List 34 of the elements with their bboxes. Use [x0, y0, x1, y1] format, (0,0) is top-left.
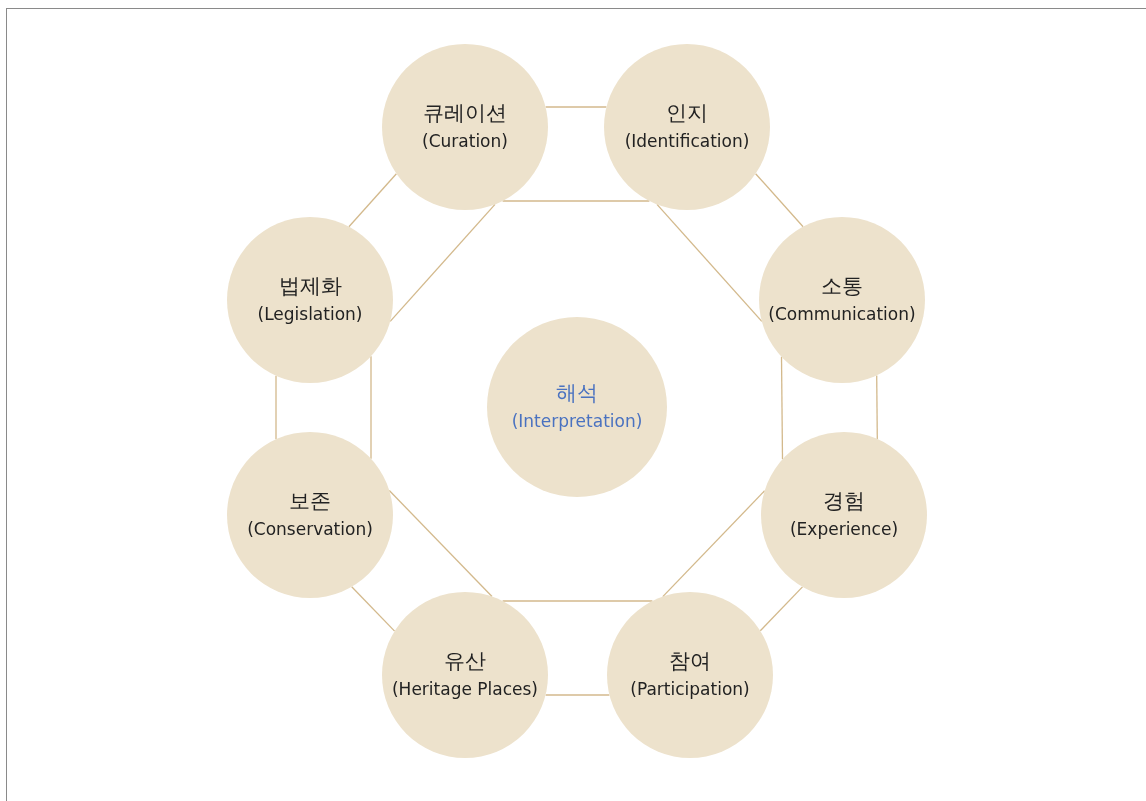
concept-title: 소통: [821, 273, 863, 300]
concept-title: 해석: [556, 380, 598, 407]
concept-title: 유산: [444, 648, 486, 675]
concept-subtitle: (Communication): [768, 303, 916, 326]
concept-subtitle: (Interpretation): [511, 410, 643, 433]
concept-title: 경험: [823, 488, 865, 515]
connector-line: [348, 173, 398, 228]
concept-subtitle: (Heritage Places): [392, 678, 538, 701]
concept-subtitle: (Identification): [624, 130, 750, 153]
concept-title: 인지: [666, 100, 708, 127]
connector-line: [275, 375, 277, 440]
connector-line: [656, 203, 763, 323]
connector-line: [388, 489, 493, 598]
concept-subtitle: (Legislation): [257, 303, 363, 326]
connector-line: [351, 586, 396, 632]
connector-line: [501, 600, 654, 602]
connector-line: [780, 356, 784, 460]
connector-line: [759, 586, 804, 632]
concept-title: 참여: [669, 648, 711, 675]
concept-title: 법제화: [278, 273, 342, 300]
connector-line: [544, 106, 608, 108]
concept-subtitle: (Experience): [789, 518, 899, 541]
connector-line: [544, 694, 611, 696]
connector-line: [501, 200, 651, 202]
concept-subtitle: (Curation): [422, 130, 508, 153]
connector-line: [370, 355, 372, 460]
concept-subtitle: (Participation): [630, 678, 750, 701]
connector-line: [662, 490, 766, 598]
concept-title: 보존: [289, 488, 331, 515]
connector-line: [389, 203, 496, 323]
concept-subtitle: (Conservation): [247, 518, 373, 541]
concept-title: 큐레이션: [423, 100, 507, 127]
connector-line: [876, 374, 878, 440]
connector-line: [754, 173, 804, 228]
